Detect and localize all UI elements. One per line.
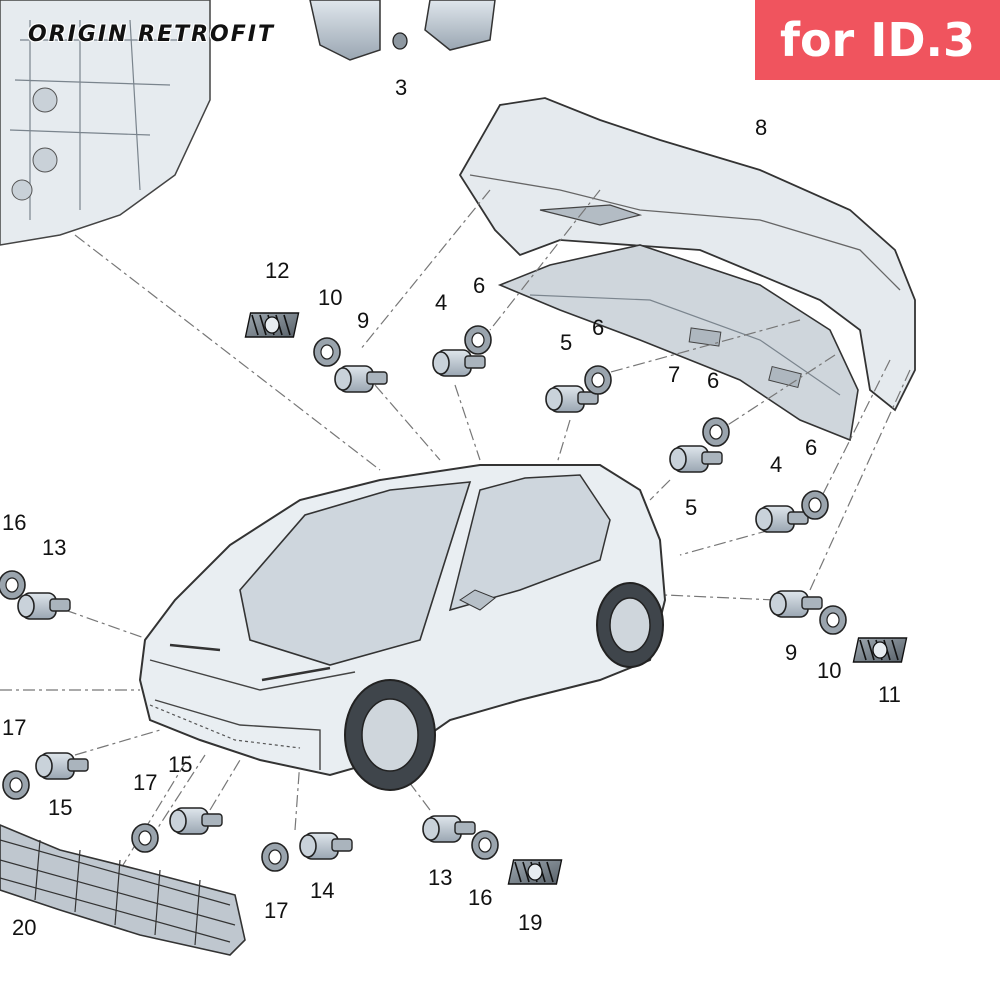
- label-9: 9: [357, 308, 369, 333]
- rear-diffuser: [497, 244, 859, 442]
- label-17: 17: [133, 770, 157, 795]
- label-7: 7: [668, 362, 680, 387]
- label-11: 11: [878, 682, 901, 707]
- sensor-9b: [769, 590, 823, 618]
- label-5: 5: [685, 495, 697, 520]
- label-4: 4: [770, 452, 782, 477]
- sensor-9a: [334, 365, 388, 393]
- label-19: 19: [518, 910, 542, 935]
- sensor-13a: [17, 592, 71, 620]
- ring-6c: [702, 417, 730, 447]
- car-body: [138, 464, 667, 791]
- label-16: 16: [2, 510, 26, 535]
- sensor-5b: [669, 445, 723, 473]
- sensor-4b: [755, 505, 809, 533]
- ring-10a: [313, 337, 341, 367]
- top-bracket-part: [309, 0, 496, 61]
- sensor-15a: [35, 752, 89, 780]
- ring-6d: [801, 490, 829, 520]
- label-10: 10: [318, 285, 342, 310]
- ring-17a: [2, 770, 30, 800]
- ring-6a: [464, 325, 492, 355]
- label-10: 10: [817, 658, 841, 683]
- ring-17c: [261, 842, 289, 872]
- part-labels: 3 8 12 10 9 4 6 5 6 7 6 4 6 5 16 13 9 10…: [2, 75, 901, 940]
- underbody-panel: [0, 0, 211, 246]
- label-17: 17: [2, 715, 26, 740]
- bracket-19: [507, 859, 563, 885]
- ring-17b: [131, 823, 159, 853]
- ring-16a: [0, 570, 26, 600]
- ring-6b: [584, 365, 612, 395]
- sensor-14: [299, 832, 353, 860]
- label-13: 13: [42, 535, 66, 560]
- label-3: 3: [395, 75, 407, 100]
- label-15: 15: [168, 752, 192, 777]
- label-6: 6: [805, 435, 817, 460]
- leader-lines: [0, 189, 911, 871]
- bracket-11: [852, 637, 908, 663]
- label-15: 15: [48, 795, 72, 820]
- label-6: 6: [707, 368, 719, 393]
- front-grille: [0, 824, 246, 956]
- label-12: 12: [265, 258, 289, 283]
- label-16: 16: [468, 885, 492, 910]
- sensor-13b: [422, 815, 476, 843]
- label-6: 6: [592, 315, 604, 340]
- label-4: 4: [435, 290, 447, 315]
- label-5: 5: [560, 330, 572, 355]
- bracket-12: [244, 312, 300, 338]
- ring-16b: [471, 830, 499, 860]
- brand-logo-text: ORIGIN RETROFIT: [28, 22, 275, 47]
- sensor-15b: [169, 807, 223, 835]
- label-13: 13: [428, 865, 452, 890]
- rear-bumper: [458, 97, 916, 412]
- label-17: 17: [264, 898, 288, 923]
- label-14: 14: [310, 878, 334, 903]
- label-20: 20: [12, 915, 36, 940]
- model-badge: for ID.3: [755, 0, 1000, 80]
- label-6: 6: [473, 273, 485, 298]
- label-9: 9: [785, 640, 797, 665]
- ring-10b: [819, 605, 847, 635]
- label-8: 8: [755, 115, 767, 140]
